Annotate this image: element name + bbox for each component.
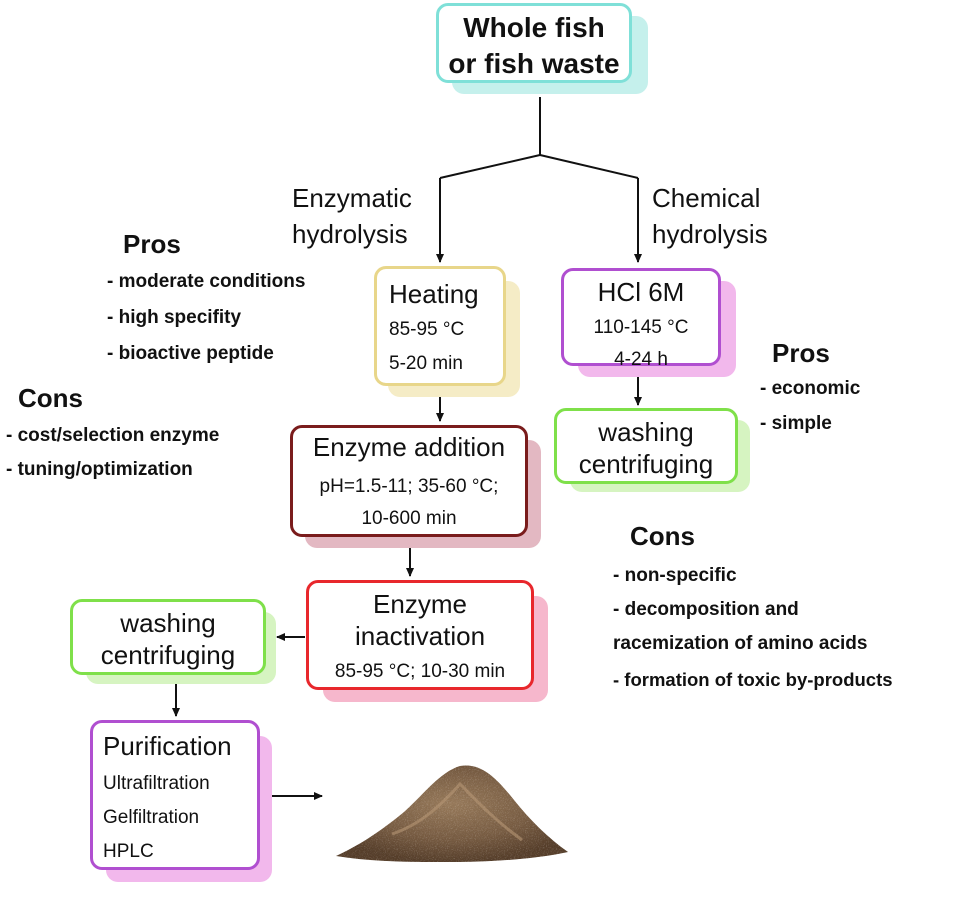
chemical-cons-item: - decomposition and bbox=[613, 599, 799, 620]
enzyme-addition-cond: pH=1.5-11; 35-60 °C; bbox=[319, 476, 499, 497]
chemical-pros-item: - simple bbox=[760, 413, 832, 434]
heating-temp: 85-95 °C bbox=[389, 319, 465, 340]
purification-box: Purification Ultrafiltration Gelfiltrati… bbox=[90, 720, 260, 870]
chemical-cons-item: - non-specific bbox=[613, 565, 737, 586]
enzymatic-pros-item: - high specifity bbox=[107, 307, 242, 328]
hcl-title: HCl 6M bbox=[597, 277, 685, 307]
enzymatic-pros-heading: Pros bbox=[123, 229, 181, 259]
branch-right-line bbox=[539, 154, 639, 179]
washing-left-line1: washing bbox=[120, 608, 216, 638]
washing-right-line1: washing bbox=[598, 417, 694, 447]
hcl-box: HCl 6M 110-145 °C 4-24 h bbox=[561, 268, 721, 370]
protein-powder-image bbox=[336, 765, 568, 862]
washing-left-line2: centrifuging bbox=[100, 640, 236, 670]
branch-left-line bbox=[439, 154, 541, 179]
start-line2: or fish waste bbox=[448, 48, 620, 79]
chemical-pros-heading: Pros bbox=[772, 338, 830, 368]
enzyme-inactivation-box: Enzyme inactivation 85-95 °C; 10-30 min bbox=[306, 580, 534, 690]
heating-time: 5-20 min bbox=[389, 353, 463, 374]
enzyme-addition-title: Enzyme addition bbox=[312, 432, 506, 462]
enzyme-inactivation-line1: Enzyme bbox=[373, 589, 467, 619]
enzymatic-cons-item: - tuning/optimization bbox=[6, 459, 193, 480]
start-box: Whole fish or fish waste bbox=[436, 3, 632, 83]
chemical-label-1: Chemical bbox=[652, 183, 761, 213]
heating-box: Heating 85-95 °C 5-20 min bbox=[374, 266, 506, 386]
chemical-pros-item: - economic bbox=[760, 378, 861, 399]
enzymatic-cons-item: - cost/selection enzyme bbox=[6, 425, 220, 446]
chemical-cons-item: - formation of toxic by-products bbox=[613, 669, 893, 690]
washing-left-box: washing centrifuging bbox=[70, 599, 266, 675]
enzymatic-pros-item: - moderate conditions bbox=[107, 271, 306, 292]
enzyme-addition-time: 10-600 min bbox=[361, 508, 457, 529]
enzyme-inactivation-cond: 85-95 °C; 10-30 min bbox=[334, 661, 506, 682]
heating-title: Heating bbox=[389, 279, 479, 309]
enzymatic-cons-heading: Cons bbox=[18, 383, 83, 413]
hcl-time: 4-24 h bbox=[614, 349, 668, 370]
purification-item: Gelfiltration bbox=[103, 807, 200, 828]
washing-right-line2: centrifuging bbox=[578, 449, 714, 479]
washing-right-box: washing centrifuging bbox=[554, 408, 738, 484]
chemical-label-2: hydrolysis bbox=[652, 219, 768, 249]
enzymatic-label-1: Enzymatic bbox=[292, 183, 412, 213]
enzyme-inactivation-line2: inactivation bbox=[354, 621, 486, 651]
purification-title: Purification bbox=[103, 731, 232, 761]
chemical-cons-item: racemization of amino acids bbox=[613, 633, 868, 654]
purification-item: HPLC bbox=[103, 841, 154, 862]
hcl-temp: 110-145 °C bbox=[593, 317, 689, 338]
start-line1: Whole fish bbox=[463, 12, 605, 43]
purification-item: Ultrafiltration bbox=[103, 773, 210, 794]
enzymatic-pros-item: - bioactive peptide bbox=[107, 343, 274, 364]
chemical-cons-heading: Cons bbox=[630, 521, 695, 551]
enzymatic-label-2: hydrolysis bbox=[292, 219, 408, 249]
enzyme-addition-box: Enzyme addition pH=1.5-11; 35-60 °C; 10-… bbox=[290, 425, 528, 537]
